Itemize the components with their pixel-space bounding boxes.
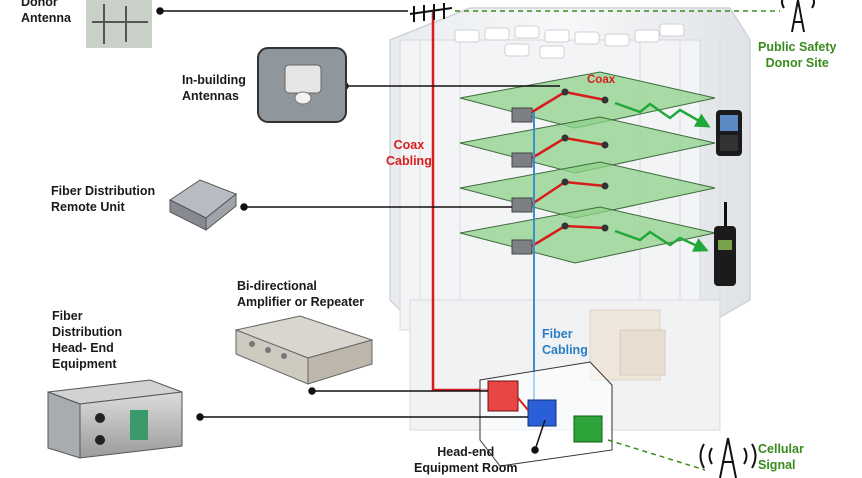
- wireless-links: [614, 101, 711, 252]
- public-safety-site-label: Public Safety Donor Site: [758, 40, 837, 70]
- cellular-tower-icon: [699, 437, 757, 478]
- signal-dashes: [455, 10, 780, 471]
- head-end-room: [479, 361, 613, 467]
- floor-antennas: [561, 88, 609, 232]
- remote-unit-4: [511, 239, 533, 255]
- leader-lines: [156, 7, 560, 454]
- head-end-room-label: Head-end Equipment Room: [414, 445, 518, 475]
- bda-repeater-label: Bi-directional Amplifier or Repeater: [237, 279, 365, 309]
- public-safety-tower-icon: [781, 0, 815, 33]
- donor-antenna-label: Donor Antenna: [21, 0, 71, 25]
- remote-unit-photo: [169, 179, 237, 232]
- coax-cabling: [431, 12, 606, 392]
- donor-antenna-icon: [409, 3, 453, 22]
- remote-unit-3: [511, 197, 533, 213]
- rooftop-units: [454, 23, 685, 59]
- coax-cabling-label: Coax Cabling: [386, 138, 432, 168]
- fiber-remote-unit-label: Fiber Distribution Remote Unit: [51, 184, 156, 214]
- remote-units: [511, 107, 533, 255]
- cellular-signal-label: Cellular Signal: [758, 442, 804, 472]
- bda-repeater-photo: [234, 315, 374, 385]
- radio-icon: [714, 202, 736, 286]
- coax-label: Coax: [587, 74, 616, 86]
- fiber-cabling-label: Fiber Cabling: [542, 327, 588, 357]
- remote-unit-2: [511, 152, 533, 168]
- in-building-antenna-photo: [257, 47, 347, 123]
- antenna-glyph: [561, 88, 609, 104]
- antenna-glyph: [561, 134, 609, 149]
- donor-antenna-photo: [86, 0, 152, 48]
- in-building-antennas-label: In-building Antennas: [182, 73, 246, 103]
- antenna-glyph: [561, 178, 609, 190]
- fiber-head-end-label: Fiber Distribution Head- End Equipment: [52, 309, 123, 371]
- antenna-glyph: [561, 222, 609, 232]
- remote-unit-1: [511, 107, 533, 123]
- smartphone-icon: [716, 110, 742, 156]
- head-end-equipment-photo: [47, 379, 183, 459]
